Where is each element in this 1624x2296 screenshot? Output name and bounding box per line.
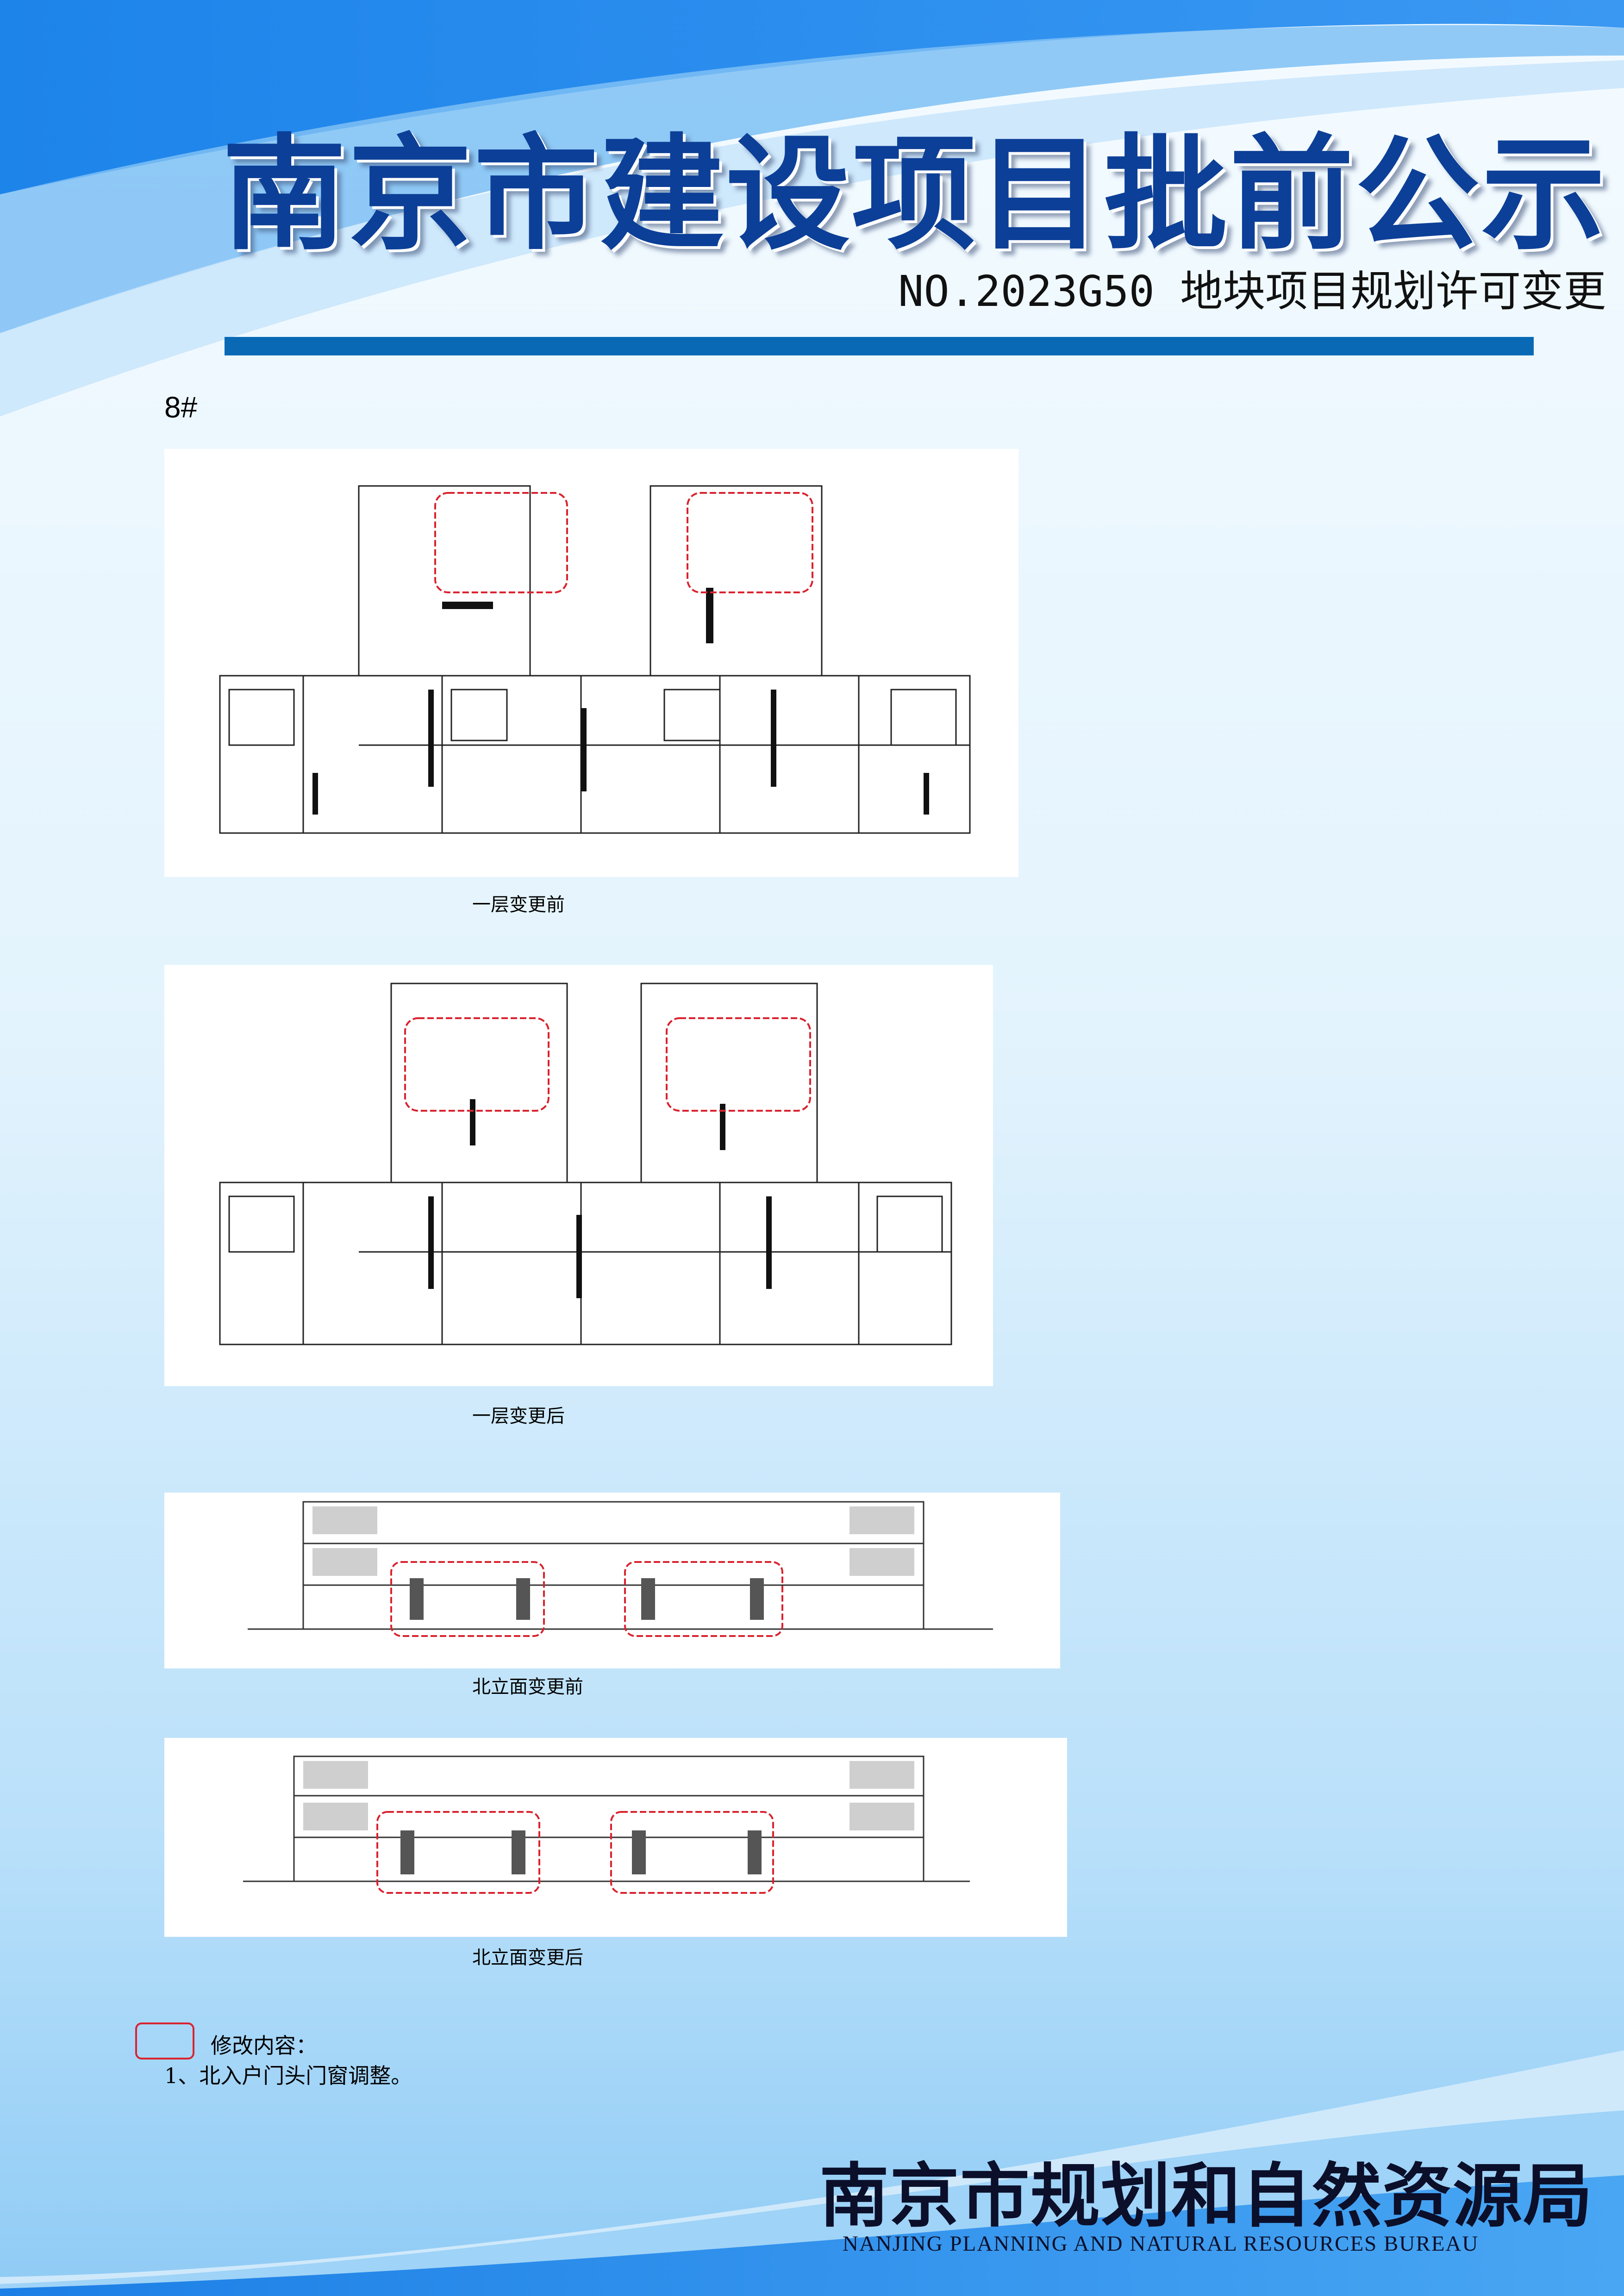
caption-floor-plan-after: 一层变更后 xyxy=(472,1406,565,1427)
caption-elevation-after: 北立面变更后 xyxy=(472,1947,583,1968)
elevation-after-drawing xyxy=(243,1755,970,1894)
legend-item: 1、北入户门头门窗调整。 xyxy=(164,2063,412,2088)
agency-name: 南京市规划和自然资源局 xyxy=(819,2155,1594,2237)
caption-elevation-before: 北立面变更前 xyxy=(472,1676,583,1698)
legend-label: 修改内容： xyxy=(211,2033,317,2058)
floor-plan-before xyxy=(164,449,1018,877)
header-rule xyxy=(225,337,1534,355)
elevation-before xyxy=(164,1493,1060,1668)
caption-floor-plan-before: 一层变更前 xyxy=(472,894,565,915)
agency-name-en: NANJING PLANNING AND NATURAL RESOURCES B… xyxy=(843,2232,1479,2256)
floor-plan-after xyxy=(164,965,993,1386)
poster-title: 南京市建设项目批前公示 xyxy=(222,121,1607,267)
floor-plan-after-drawing xyxy=(219,983,952,1345)
elevation-before-drawing xyxy=(248,1501,993,1637)
floor-plan-before-drawing xyxy=(219,485,971,834)
elevation-after xyxy=(164,1738,1067,1937)
poster-subtitle: NO.2023G50 地块项目规划许可变更 xyxy=(898,267,1606,316)
revision-cloud-legend-icon xyxy=(135,2022,194,2060)
building-label: 8# xyxy=(164,391,198,424)
